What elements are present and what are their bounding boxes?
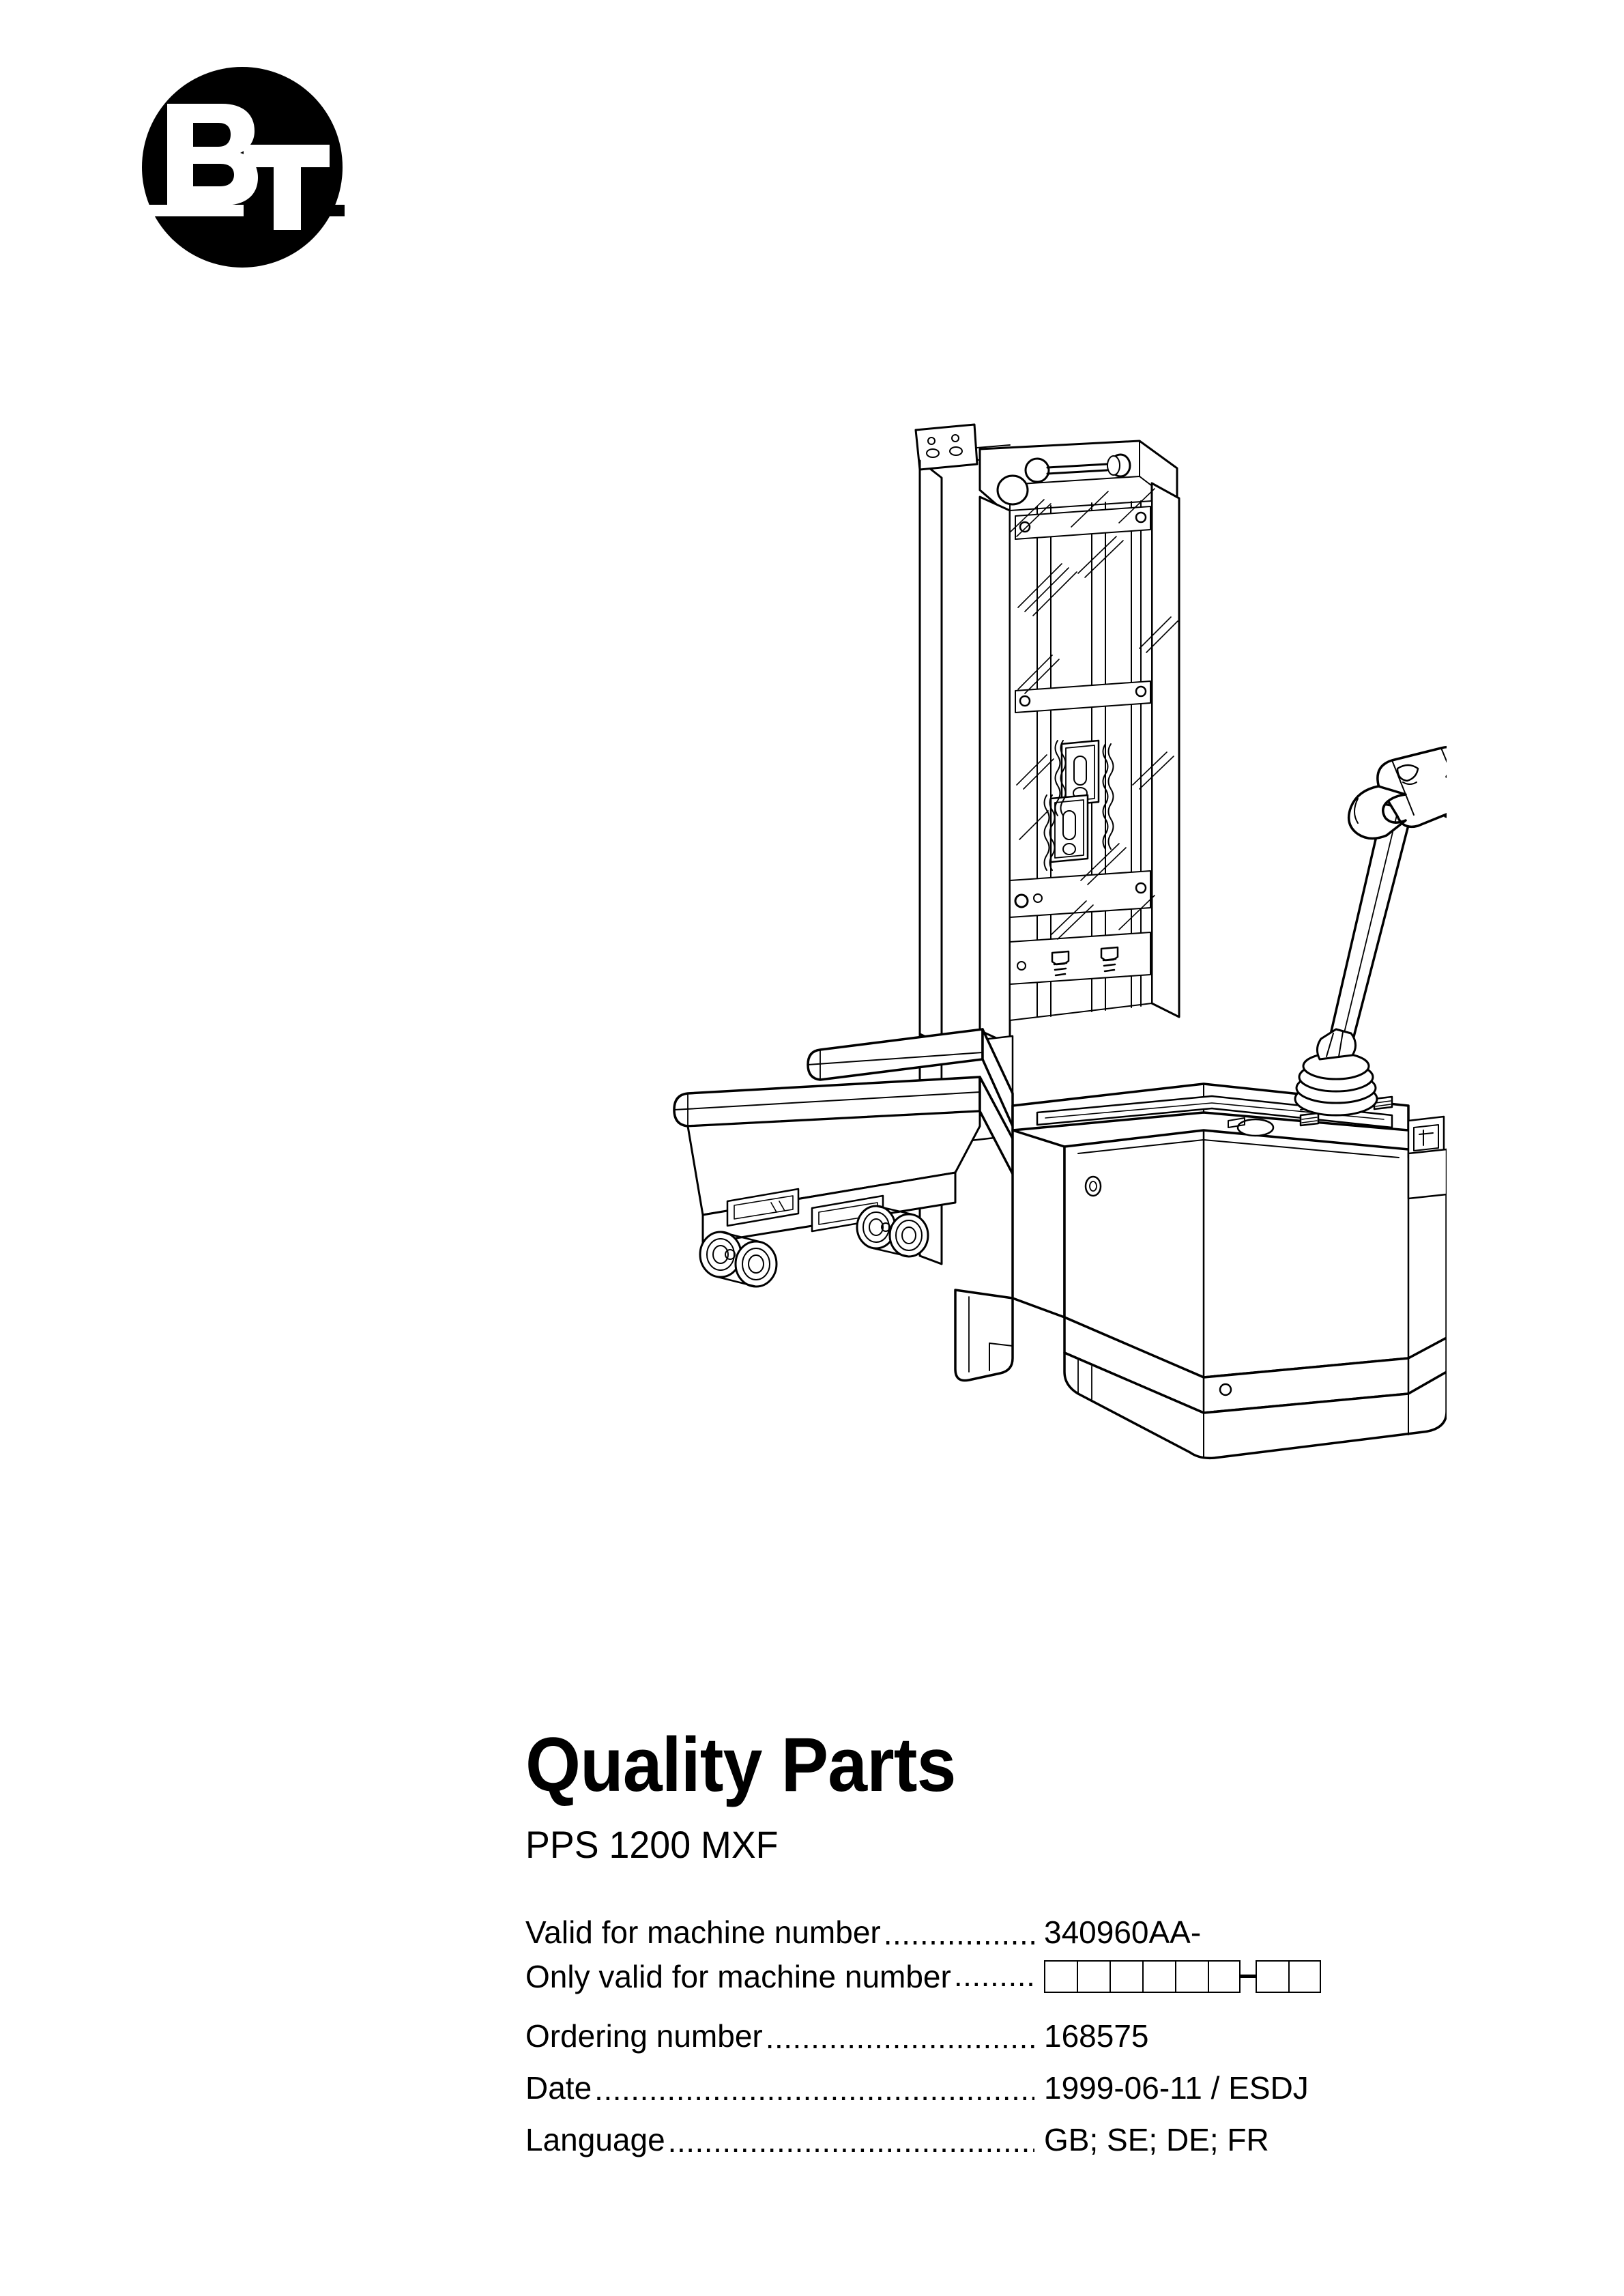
spec-value: 340960AA-: [1044, 1914, 1202, 1950]
bt-logo: [140, 60, 345, 275]
dot-leader: [594, 2075, 1034, 2106]
dot-leader: [668, 2127, 1034, 2158]
machine-number-box-group-one[interactable]: [1044, 1960, 1241, 1993]
machine-illustration: [600, 403, 1447, 1577]
spec-row-language: Language GB; SE; DE; FR: [525, 2106, 1522, 2158]
machine-number-box-grid[interactable]: [1044, 1960, 1522, 1993]
machine-number-box[interactable]: [1288, 1960, 1321, 1993]
spec-row-ordering-number: Ordering number 168575: [525, 2003, 1522, 2054]
spec-row-only-valid-for-machine-number: Only valid for machine number: [525, 1951, 1522, 2003]
machine-number-box[interactable]: [1110, 1960, 1142, 1993]
machine-number-box[interactable]: [1175, 1960, 1208, 1993]
spec-list: Valid for machine number 340960AA- Only …: [525, 1899, 1522, 2158]
spec-value: 1999-06-11 / ESDJ: [1044, 2069, 1309, 2106]
spec-label: Valid for machine number: [525, 1914, 881, 1950]
spec-row-date: Date 1999-06-11 / ESDJ: [525, 2054, 1522, 2106]
model-name: PPS 1200 MXF: [525, 1823, 779, 1866]
spec-value-boxes: [1044, 1960, 1522, 1993]
spec-label: Language: [525, 2121, 665, 2157]
spec-value: 168575: [1044, 2018, 1149, 2054]
machine-number-box[interactable]: [1077, 1960, 1110, 1993]
spec-label: Ordering number: [525, 2018, 763, 2054]
dot-leader: [884, 1919, 1034, 1951]
spec-label: Date: [525, 2069, 592, 2106]
machine-number-box-group-two[interactable]: [1256, 1960, 1321, 1993]
dot-leader: [766, 2023, 1034, 2054]
spec-row-valid-for-machine-number: Valid for machine number 340960AA-: [525, 1899, 1522, 1951]
spec-label: Only valid for machine number: [525, 1958, 951, 1994]
dot-leader: [954, 1961, 1034, 1992]
machine-number-box[interactable]: [1142, 1960, 1175, 1993]
spec-value: GB; SE; DE; FR: [1044, 2121, 1269, 2157]
machine-number-separator-dash: [1241, 1975, 1256, 1979]
machine-number-box[interactable]: [1044, 1960, 1077, 1993]
page-title: Quality Parts: [525, 1722, 956, 1807]
cover-text-block: Quality Parts PPS 1200 MXF Valid for mac…: [525, 1727, 1522, 2158]
machine-number-box[interactable]: [1256, 1960, 1288, 1993]
machine-number-box[interactable]: [1208, 1960, 1241, 1993]
